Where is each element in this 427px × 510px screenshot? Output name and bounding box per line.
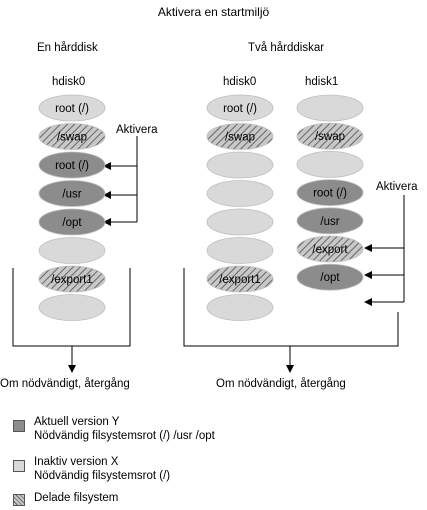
left-disk-slice: /usr [38,180,106,207]
right-disk0-slice-label: /swap [225,132,255,144]
legend-swatch-current [13,420,25,432]
left-disk-slice: /export1 [38,265,106,293]
right-tray [183,268,399,347]
right-disk0-slice [206,237,274,264]
legend-swatch-inactive [13,460,25,472]
diagram-title: Aktivera en startmiljö [157,5,270,19]
right-disk1-slice: root (/) [296,179,364,207]
right-disk1-slice-label: /opt [320,272,340,284]
left-disk-slice-shape [38,237,106,264]
right-disk0-slice: /swap [206,123,274,150]
left-disk-label: hdisk0 [52,76,86,88]
left-disk-slice-label: /export1 [51,274,93,286]
left-disk-slice-label: root (/) [55,160,89,172]
legend-swatch-shared [13,494,25,506]
left-heading: En hårddisk [37,42,98,54]
right-disk0-slice-shape [206,208,274,236]
right-disk0-slice: root (/) [206,94,274,122]
right-disk1-slice-label: /export [312,244,348,256]
legend-current-line1: Aktuell version Y [34,416,120,428]
left-disk-slice-shape [38,180,106,207]
left-disk-slice-shape [38,151,106,179]
right-disk1-slice-label: /swap [315,131,345,143]
left-disk-slice-shape [38,208,106,236]
left-disk-slice: root (/) [38,151,106,179]
legend-inactive-line2: Nödvändig filsystemsrot (/) [34,470,171,482]
left-disk-slice-label: /swap [57,132,87,144]
left-disk-slice-shape [38,94,106,122]
right-disk1-slice [296,150,364,178]
right-disk0-slice: /export1 [206,265,274,293]
left-disk-slice-shape [38,265,106,293]
left-disk-slice-label: /opt [62,217,82,229]
legend-inactive-line1: Inaktiv version X [34,456,119,468]
right-disk0-slice-label: root (/) [223,103,257,115]
right-disk0-slice [206,151,274,179]
right-disk0-slice [206,208,274,236]
left-activate-label: Aktivera [116,124,158,136]
right-disk1-slice: /opt [296,263,364,291]
right-disk1-slice-shape [296,207,364,235]
right-heading: Två hårddiskar [248,42,325,54]
right-disk0-slice-shape [206,237,274,264]
right-disk1-slice-shape [296,150,364,178]
right-disk0-slice-label: /export1 [219,274,261,286]
left-disk-slice-shape [38,294,106,321]
legend-shared-line1: Delade filsystem [34,492,119,504]
right-fallback-label: Om nödvändigt, återgång [216,378,346,390]
right-disk1-slice: /usr [296,207,364,235]
right-disk0-slice [206,180,274,207]
right-activate-label: Aktivera [376,181,418,193]
right-disk0-label: hdisk0 [223,76,257,88]
right-disk1-slice-label: root (/) [313,188,347,200]
left-disk-slice: /swap [38,123,106,150]
right-disk0-slice-shape [206,180,274,207]
right-disk0-slice-shape [206,265,274,293]
right-disk0-slice-shape [206,294,274,321]
right-disk1-slice [296,94,364,122]
right-disk1-slice-shape [296,122,364,150]
right-disk1-slice-shape [296,94,364,122]
right-disk1-slice-label: /usr [320,216,339,228]
left-fallback-label: Om nödvändigt, återgång [0,378,130,390]
left-disk-slice [38,237,106,264]
right-disk0-slice-shape [206,123,274,150]
left-disk-slice-label: /usr [62,189,81,201]
right-disk1-slice-shape [296,263,364,291]
left-disk-slice [38,294,106,321]
right-disk1-slice: /swap [296,122,364,150]
right-disk0-slice-shape [206,94,274,122]
right-activate-bracket [364,195,405,306]
left-activate-bracket [103,136,138,226]
right-disk1-label: hdisk1 [305,76,339,88]
right-disk1-slice: /export [296,235,364,263]
left-disk-slice: /opt [38,208,106,236]
left-disk-slice-shape [38,123,106,150]
left-disk-slice-label: root (/) [55,103,89,115]
right-disk0-slice-shape [206,151,274,179]
right-disk1-slice-shape [296,235,364,263]
right-disk1-slice-shape [296,179,364,207]
right-disk0-slice [206,294,274,321]
legend-current-line2: Nödvändig filsystemsrot (/) /usr /opt [34,430,215,442]
left-disk-slice: root (/) [38,94,106,122]
